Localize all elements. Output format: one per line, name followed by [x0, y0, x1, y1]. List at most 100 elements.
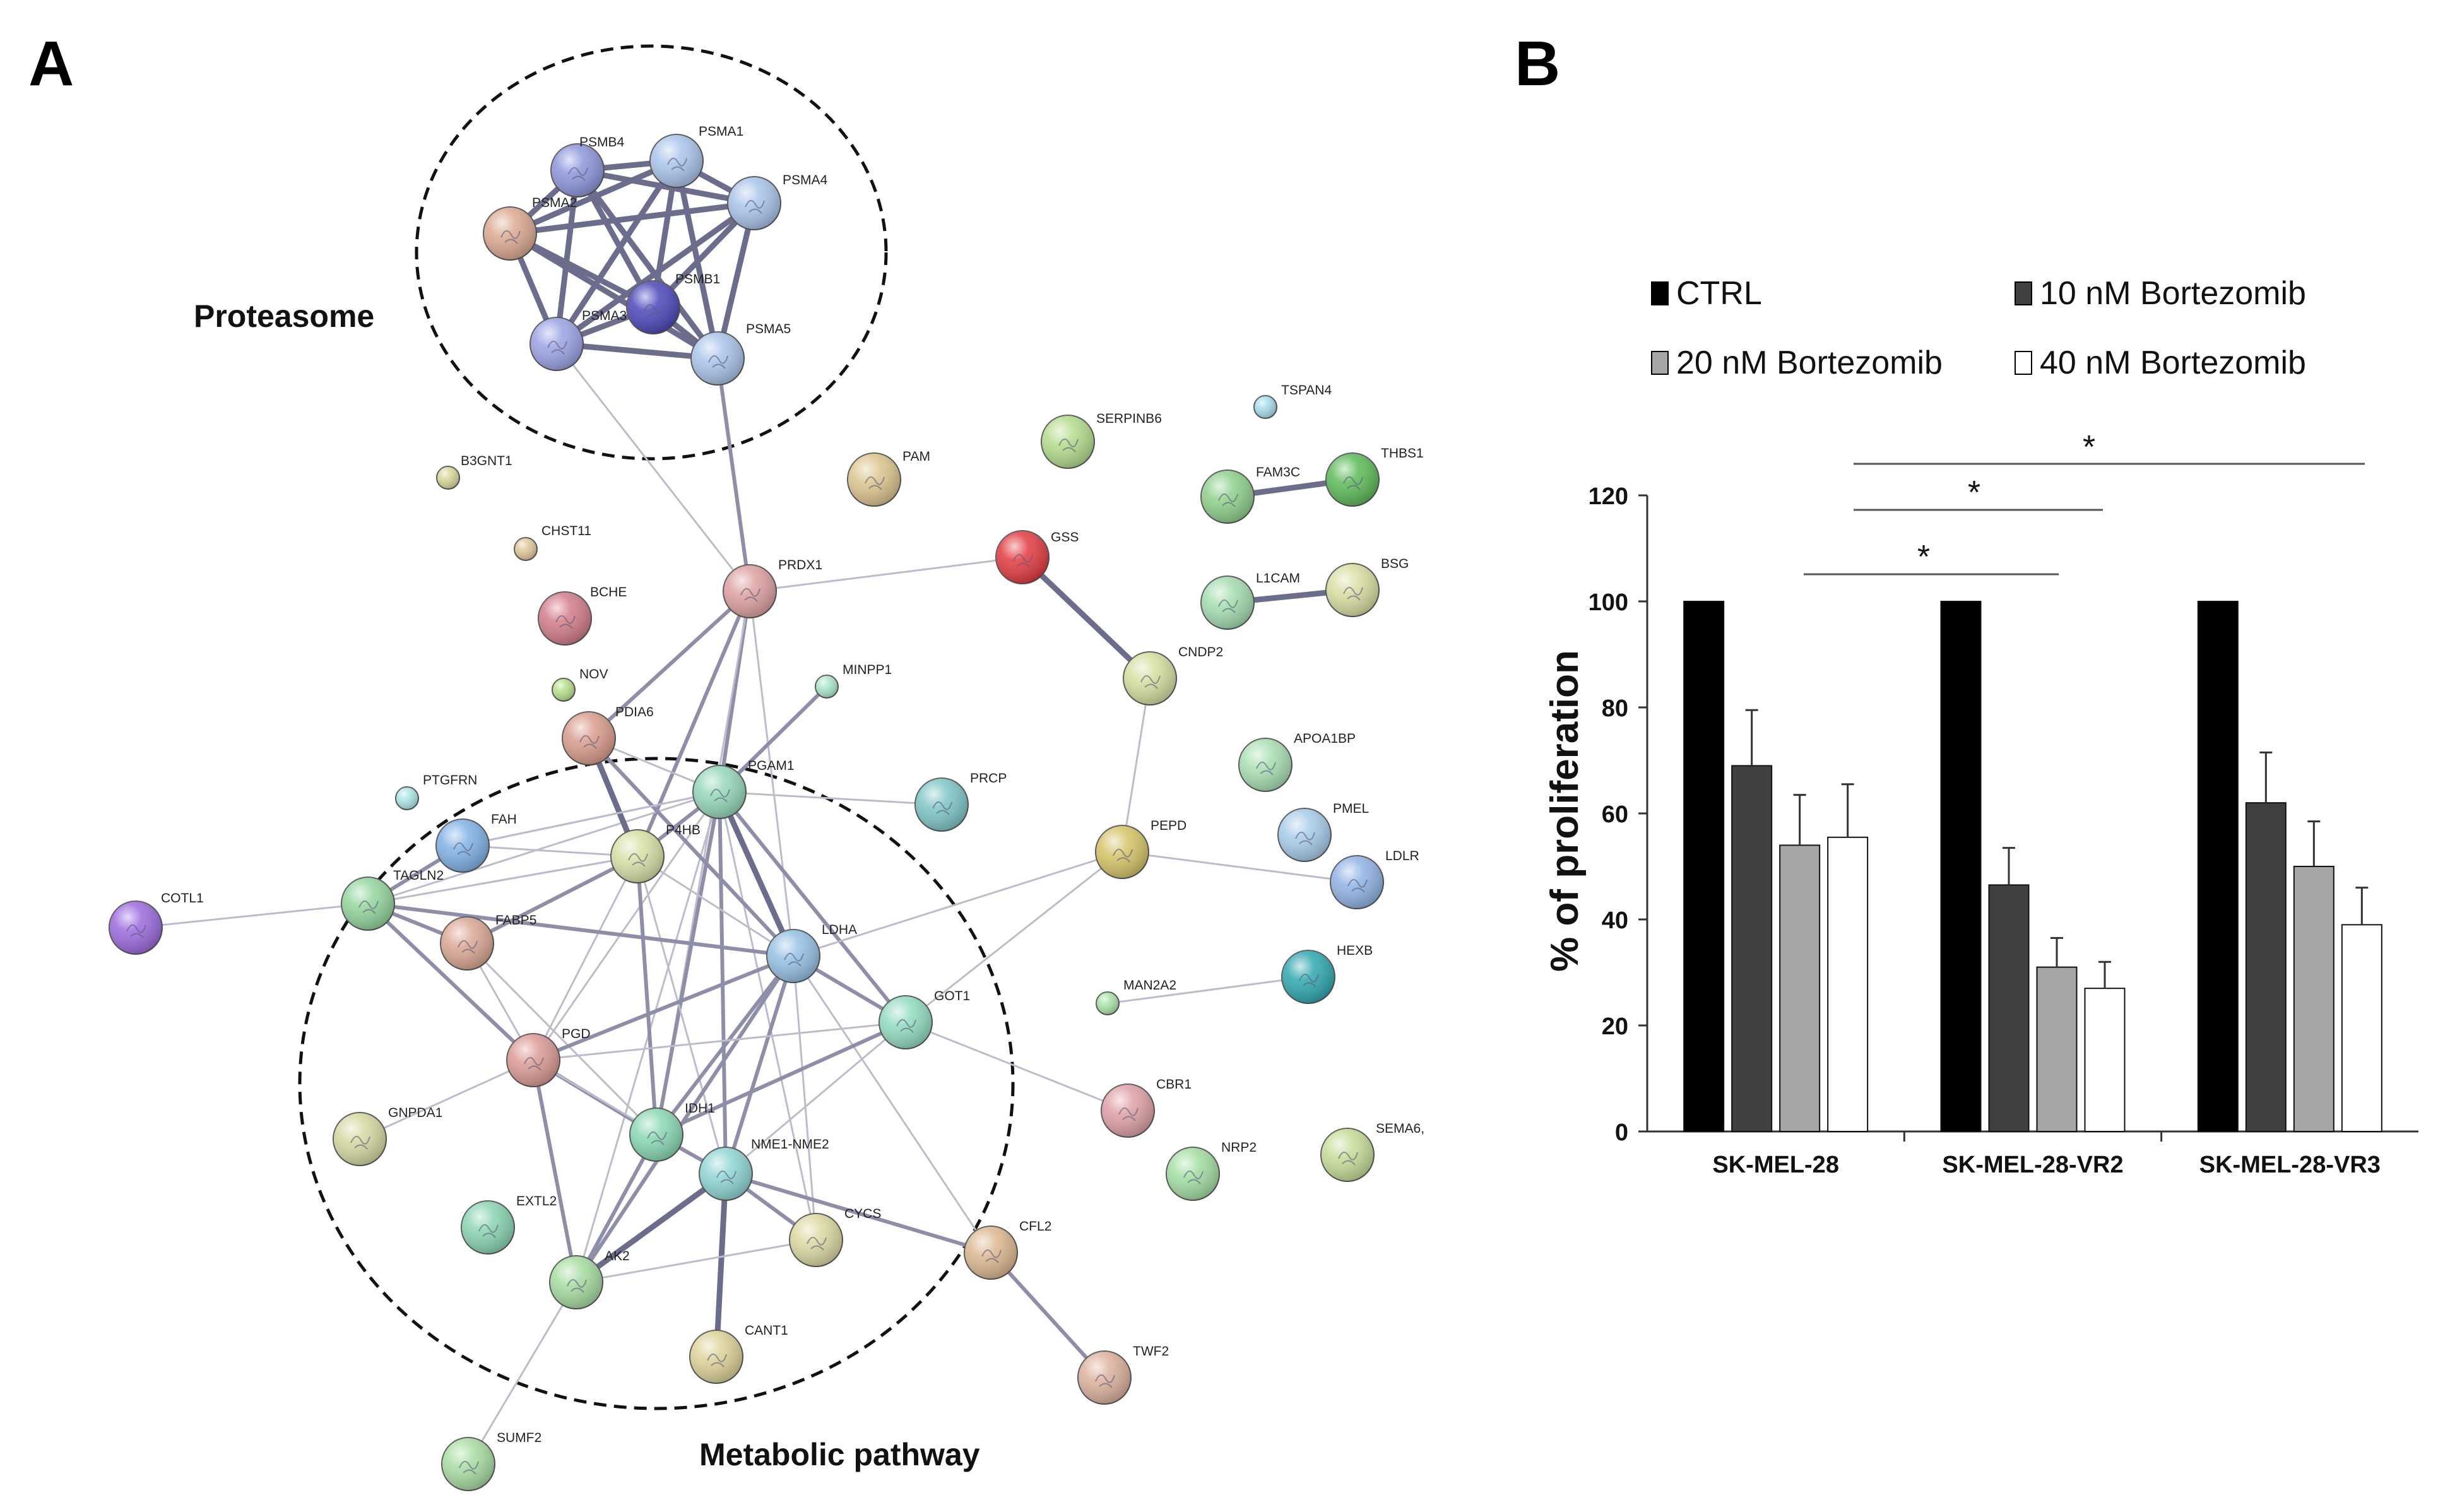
network-node[interactable]: AK2: [549, 1249, 630, 1309]
network-node[interactable]: GNPDA1: [333, 1106, 442, 1166]
network-node[interactable]: PSMA2: [483, 196, 577, 261]
network-node[interactable]: LDHA: [766, 923, 857, 983]
network-edge: [792, 955, 992, 1253]
network-edge: [1020, 555, 1152, 681]
network-node[interactable]: PTGFRN: [395, 773, 477, 810]
network-node[interactable]: CHST11: [514, 524, 591, 561]
panel-a-label: A: [28, 28, 74, 99]
network-edge: [531, 1060, 578, 1283]
node-label: PSMB4: [579, 135, 625, 150]
node-label: SUMF2: [497, 1431, 541, 1445]
node-structure-icon: [1218, 493, 1238, 507]
node-label: PSMA5: [746, 322, 791, 336]
network-node[interactable]: HEXB: [1281, 943, 1373, 1004]
node-label: PSMA3: [582, 309, 627, 323]
network-node[interactable]: FAH: [435, 812, 517, 873]
node-structure-icon: [547, 341, 567, 355]
network-edge: [574, 955, 795, 1284]
network-node[interactable]: PMEL: [1277, 801, 1369, 862]
node-structure-icon: [458, 940, 478, 954]
network-node[interactable]: FABP5: [440, 913, 536, 971]
network-edge: [719, 791, 942, 806]
node-label: TWF2: [1133, 1344, 1169, 1359]
network-node[interactable]: PSMA5: [690, 322, 791, 386]
bar: [2245, 802, 2287, 1132]
network-edge: [749, 591, 795, 957]
node-structure-icon: [453, 842, 473, 856]
network-edges: [135, 158, 1358, 1465]
network-node[interactable]: TSPAN4: [1253, 383, 1332, 419]
node-structure-icon: [1140, 675, 1161, 689]
network-edge: [574, 1133, 658, 1284]
network-node[interactable]: PSMA4: [727, 173, 828, 230]
network-node[interactable]: BCHE: [538, 585, 627, 646]
node-label: EXTL2: [516, 1194, 557, 1208]
network-node[interactable]: LDLR: [1330, 849, 1419, 909]
network-node[interactable]: GSS: [995, 530, 1079, 584]
network-edge: [713, 1173, 729, 1357]
network-edge: [367, 791, 720, 905]
bar: [2341, 924, 2382, 1133]
network-node[interactable]: PSMA1: [649, 124, 743, 188]
panel-b-label: B: [1515, 28, 1560, 99]
network-node[interactable]: MAN2A2: [1096, 978, 1176, 1015]
network-node[interactable]: PRCP: [914, 771, 1007, 832]
node-structure-icon: [740, 588, 760, 602]
node-structure-icon: [524, 1057, 544, 1071]
network-node[interactable]: SUMF2: [441, 1431, 541, 1491]
network-node[interactable]: IDH1: [629, 1101, 715, 1162]
node-label: BCHE: [590, 585, 627, 599]
network-node[interactable]: PGAM1: [692, 759, 795, 819]
node-structure-icon: [350, 1136, 370, 1150]
network-edge: [467, 1282, 577, 1465]
network-edge: [466, 854, 639, 945]
network-node[interactable]: THBS1: [1325, 446, 1424, 507]
node-structure-icon: [784, 953, 804, 967]
network-node[interactable]: PAM: [847, 449, 930, 507]
network-node[interactable]: B3GNT1: [436, 454, 512, 490]
network-node[interactable]: TWF2: [1077, 1344, 1169, 1405]
network-node[interactable]: APOA1BP: [1238, 731, 1356, 792]
network-node[interactable]: PSMB1: [626, 272, 720, 334]
network-node[interactable]: TAGLN2: [341, 868, 444, 931]
network-node[interactable]: NME1-NME2: [699, 1137, 829, 1201]
network-node[interactable]: L1CAM: [1200, 571, 1300, 630]
node-structure-icon: [1095, 1374, 1115, 1388]
network-node[interactable]: COTL1: [109, 891, 204, 955]
network-node[interactable]: CFL2: [964, 1219, 1051, 1280]
metabolic-cluster-outline: [298, 757, 1015, 1410]
network-edge: [654, 791, 721, 1135]
network-node[interactable]: SEMA6,: [1320, 1121, 1424, 1182]
network-node[interactable]: PRDX1: [723, 558, 822, 618]
network-edge: [508, 231, 719, 361]
network-node[interactable]: CBR1: [1101, 1077, 1192, 1138]
network-node[interactable]: EXTL2: [461, 1194, 557, 1255]
network-node[interactable]: PSMA3: [530, 309, 627, 371]
node-gloss: [514, 538, 537, 560]
network-edge: [532, 954, 795, 1062]
bar: [2084, 988, 2126, 1132]
node-structure-icon: [1058, 439, 1079, 452]
network-edge: [725, 1021, 906, 1175]
network-node[interactable]: PEPD: [1095, 818, 1186, 879]
network-node[interactable]: CANT1: [689, 1323, 788, 1384]
network-node[interactable]: CNDP2: [1123, 645, 1223, 706]
network-node[interactable]: PDIA6: [562, 705, 654, 765]
network-node[interactable]: CYCS: [789, 1207, 881, 1267]
network-node[interactable]: FAM3C: [1200, 465, 1300, 524]
y-tick-label: 120: [1589, 483, 1628, 510]
node-label: L1CAM: [1256, 571, 1300, 586]
node-gloss: [1254, 396, 1277, 418]
network-node[interactable]: NRP2: [1166, 1140, 1257, 1201]
network-node[interactable]: GOT1: [879, 989, 970, 1049]
network-node[interactable]: PGD: [506, 1027, 591, 1087]
network-node[interactable]: P4HB: [610, 823, 701, 883]
network-node[interactable]: BSG: [1325, 557, 1409, 617]
network-node[interactable]: MINPP1: [815, 663, 892, 699]
network-node[interactable]: NOV: [552, 667, 608, 702]
network-edge: [718, 791, 908, 1024]
network-node[interactable]: SERPINB6: [1041, 411, 1162, 469]
network-node[interactable]: PSMB4: [550, 135, 625, 198]
node-label: NME1-NME2: [751, 1137, 829, 1152]
